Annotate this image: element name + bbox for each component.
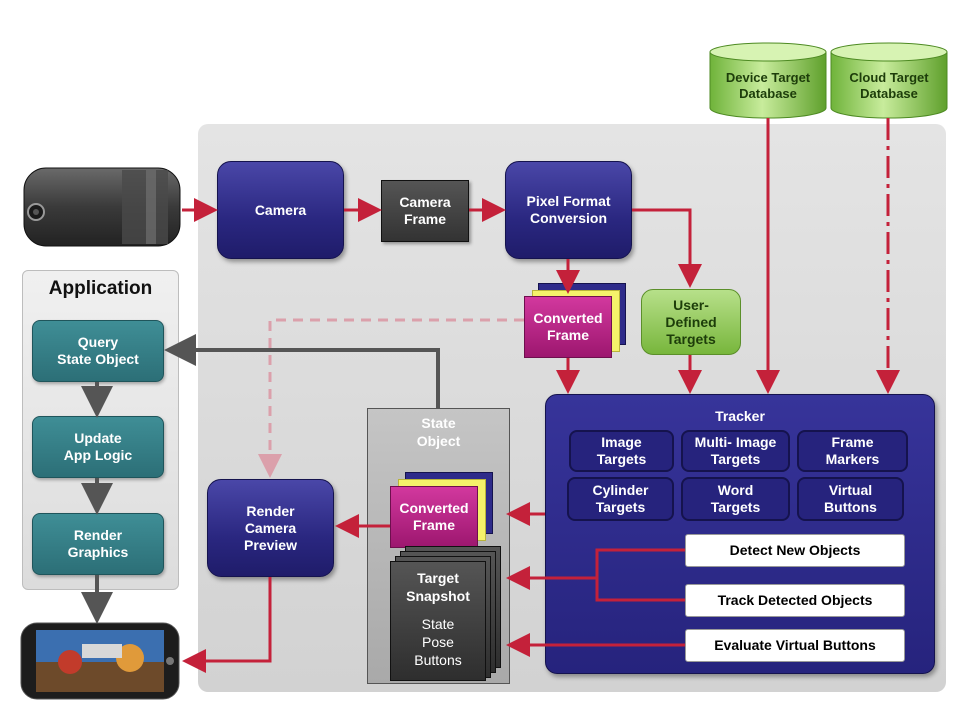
cloud-target-database	[829, 42, 949, 122]
target-snapshot-content: Target Snapshot State Pose Buttons	[390, 564, 486, 674]
arrow-converted-to-preview-dashed	[258, 318, 524, 478]
arrow-state-to-query	[164, 334, 440, 408]
multi-image-targets-box: Multi- Image Targets	[681, 430, 790, 472]
query-state-object-box: Query State Object	[32, 320, 164, 382]
cylinder-targets-box: Cylinder Targets	[567, 477, 674, 521]
tracker-title: Tracker	[715, 408, 765, 424]
render-camera-preview-box: Render Camera Preview	[207, 479, 334, 577]
target-snapshot-items: State Pose Buttons	[414, 616, 462, 668]
image-targets-box: Image Targets	[569, 430, 674, 472]
device-target-database	[708, 42, 828, 122]
phone-display-icon	[20, 622, 180, 700]
camera-box: Camera	[217, 161, 344, 259]
evaluate-virtual-buttons-box: Evaluate Virtual Buttons	[685, 629, 905, 662]
arrow-preview-to-display	[182, 577, 272, 673]
converted-frame-box: Converted Frame	[524, 296, 612, 358]
database-icon	[830, 42, 948, 119]
target-snapshot-title: Target Snapshot	[406, 570, 470, 604]
phone-camera-icon	[22, 166, 182, 248]
state-object-title: State Object	[416, 415, 461, 449]
database-icon	[709, 42, 827, 119]
target-snapshot-box	[390, 561, 486, 681]
device-target-database-label: Device Target Database	[725, 70, 811, 101]
user-defined-targets-box: User- Defined Targets	[641, 289, 741, 355]
track-detected-objects-box: Track Detected Objects	[685, 584, 905, 617]
frame-markers-box: Frame Markers	[797, 430, 908, 472]
detect-new-objects-box: Detect New Objects	[685, 534, 905, 567]
connector-detect-track	[595, 548, 685, 602]
virtual-buttons-box: Virtual Buttons	[797, 477, 904, 521]
camera-frame-box: Camera Frame	[381, 180, 469, 242]
update-app-logic-box: Update App Logic	[32, 416, 164, 478]
render-graphics-box: Render Graphics	[32, 513, 164, 575]
pixel-format-conversion-box: Pixel Format Conversion	[505, 161, 632, 259]
cloud-target-database-label: Cloud Target Database	[849, 70, 929, 101]
arrow-conversion-to-user-targets	[632, 208, 702, 288]
word-targets-box: Word Targets	[681, 477, 790, 521]
application-title: Application	[48, 278, 153, 299]
